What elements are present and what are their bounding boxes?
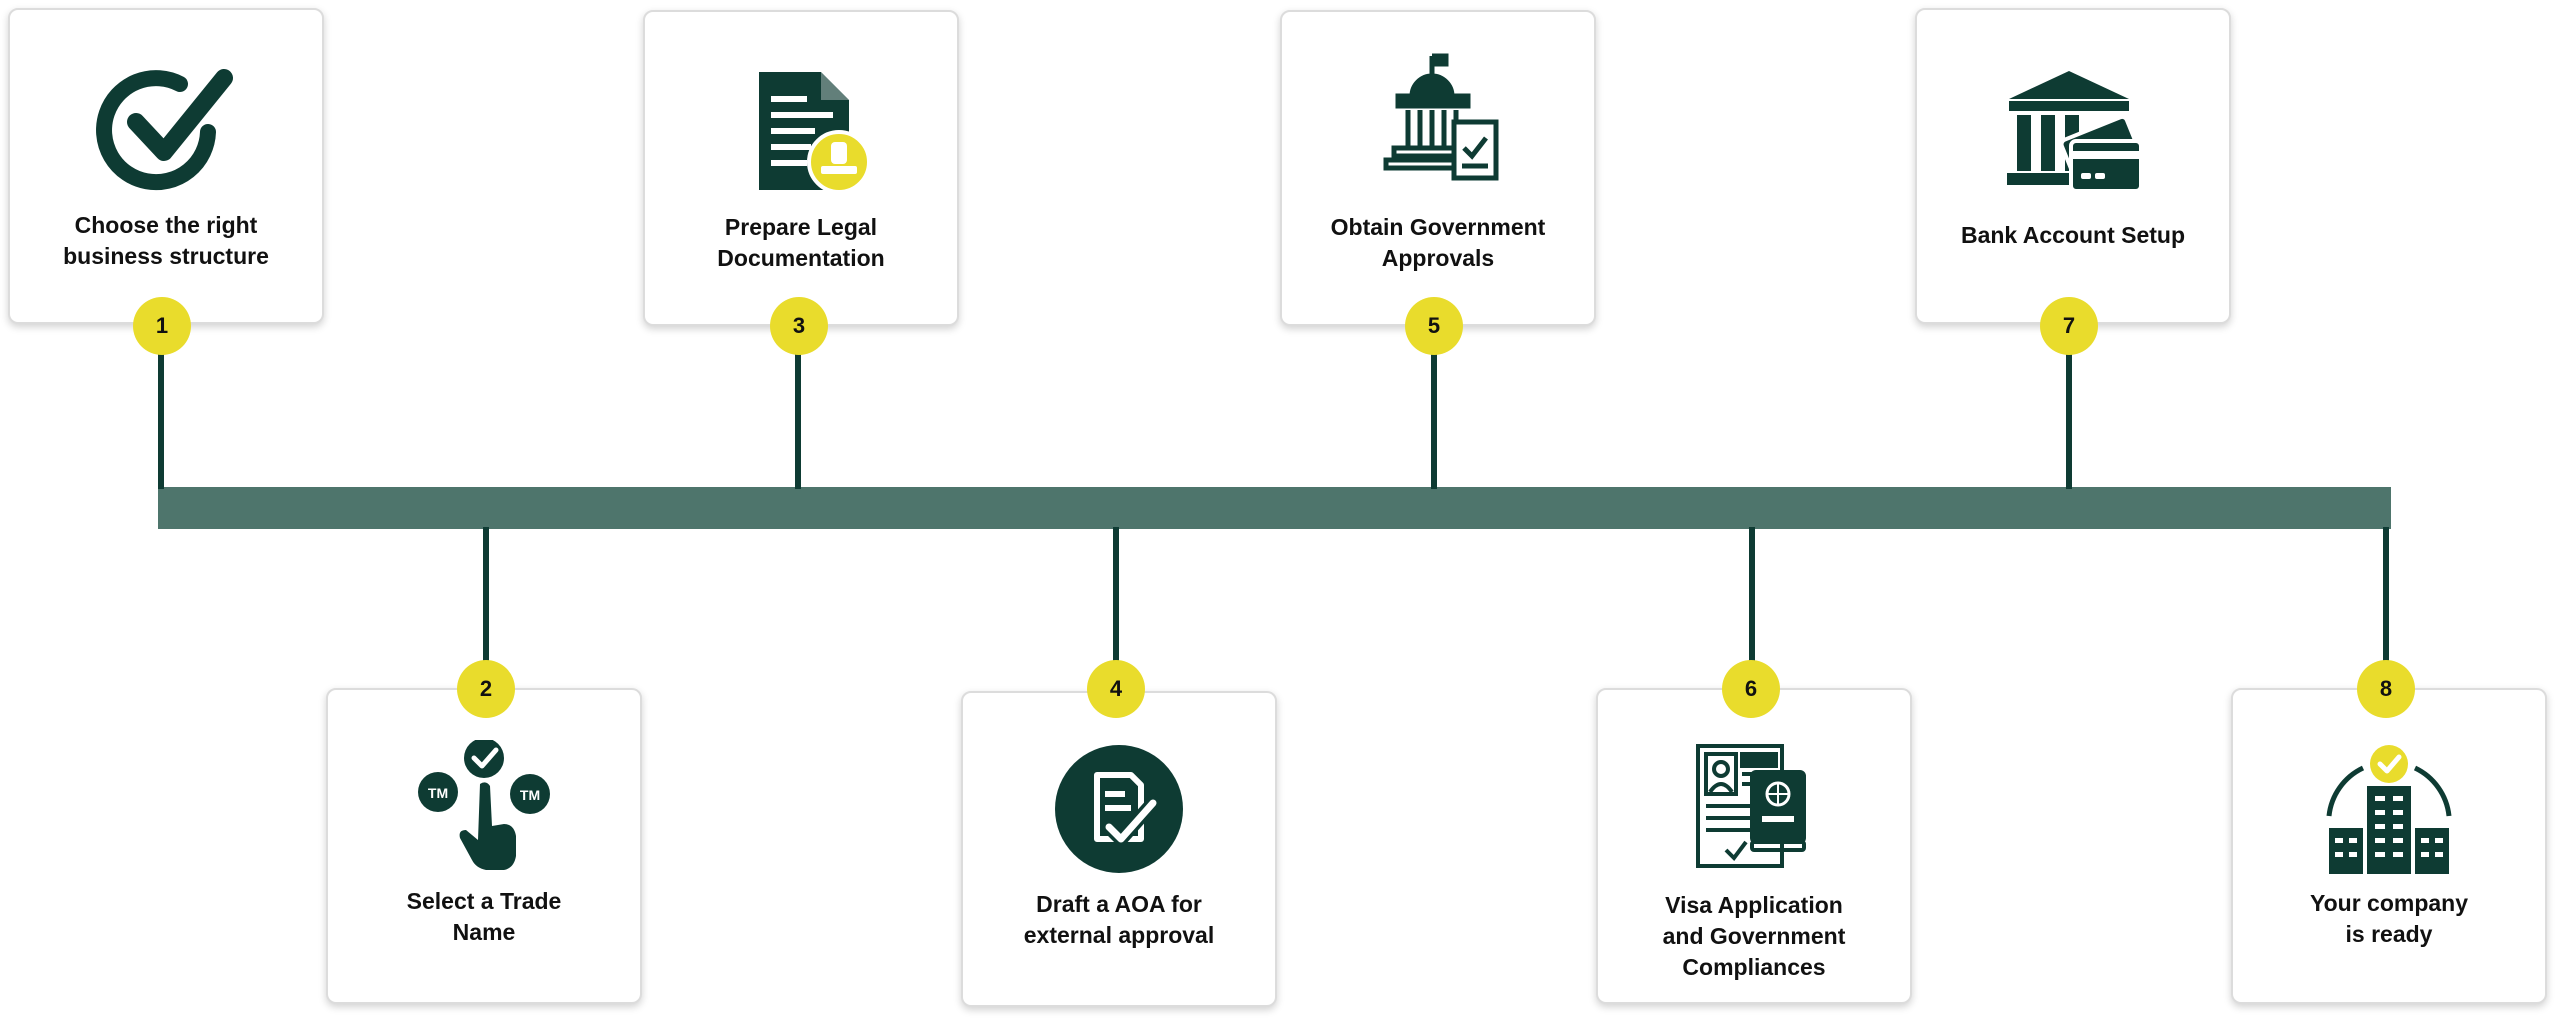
government-building-icon <box>1368 52 1508 192</box>
document-stamp-icon <box>731 62 871 202</box>
timeline-stem <box>1749 527 1755 689</box>
step-number-badge-4: 4 <box>1087 660 1145 718</box>
trademark-select-icon: TM TM <box>414 740 554 880</box>
step-label: Your company is ready <box>2309 890 2469 947</box>
svg-text:TM: TM <box>428 785 448 801</box>
step-card-2: TM TM Select a Trade Name <box>326 688 642 1004</box>
step-label: Draft a AOA for external approval <box>1023 891 1215 948</box>
step-label: Obtain Government Approvals <box>1330 214 1546 271</box>
timeline-stem <box>795 325 801 489</box>
checklist-document-icon <box>1049 739 1189 879</box>
svg-text:TM: TM <box>520 787 540 803</box>
step-card-7: Bank Account Setup <box>1915 8 2231 324</box>
timeline-stem <box>158 325 164 489</box>
step-card-3: Prepare Legal Documentation <box>643 10 959 326</box>
step-card-8: Your company is ready <box>2231 688 2547 1004</box>
step-card-4: Draft a AOA for external approval <box>961 691 1277 1007</box>
step-label: Choose the right business structure <box>63 212 269 269</box>
visa-passport-icon <box>1684 742 1824 882</box>
timeline-stem <box>1431 325 1437 489</box>
step-number-badge-2: 2 <box>457 660 515 718</box>
step-number-badge-7: 7 <box>2040 297 2098 355</box>
timeline-bar <box>158 487 2391 529</box>
bank-card-icon <box>2003 65 2143 205</box>
step-number-badge-3: 3 <box>770 297 828 355</box>
step-card-5: Obtain Government Approvals <box>1280 10 1596 326</box>
timeline-stem <box>1113 527 1119 691</box>
step-label: Prepare Legal Documentation <box>717 214 885 271</box>
step-number-badge-1: 1 <box>133 297 191 355</box>
step-number-badge-5: 5 <box>1405 297 1463 355</box>
step-number-badge-8: 8 <box>2357 660 2415 718</box>
company-building-icon <box>2319 742 2459 882</box>
timeline-stem <box>2383 527 2389 689</box>
step-label: Bank Account Setup <box>1960 222 2186 248</box>
step-label: Select a Trade Name <box>406 888 562 945</box>
timeline-stem <box>483 527 489 689</box>
step-label: Visa Application and Government Complian… <box>1662 892 1846 980</box>
timeline-stem <box>2066 325 2072 489</box>
step-card-6: Visa Application and Government Complian… <box>1596 688 1912 1004</box>
step-card-1: Choose the right business structure <box>8 8 324 324</box>
step-number-badge-6: 6 <box>1722 660 1780 718</box>
checkmark-circle-icon <box>96 60 236 200</box>
